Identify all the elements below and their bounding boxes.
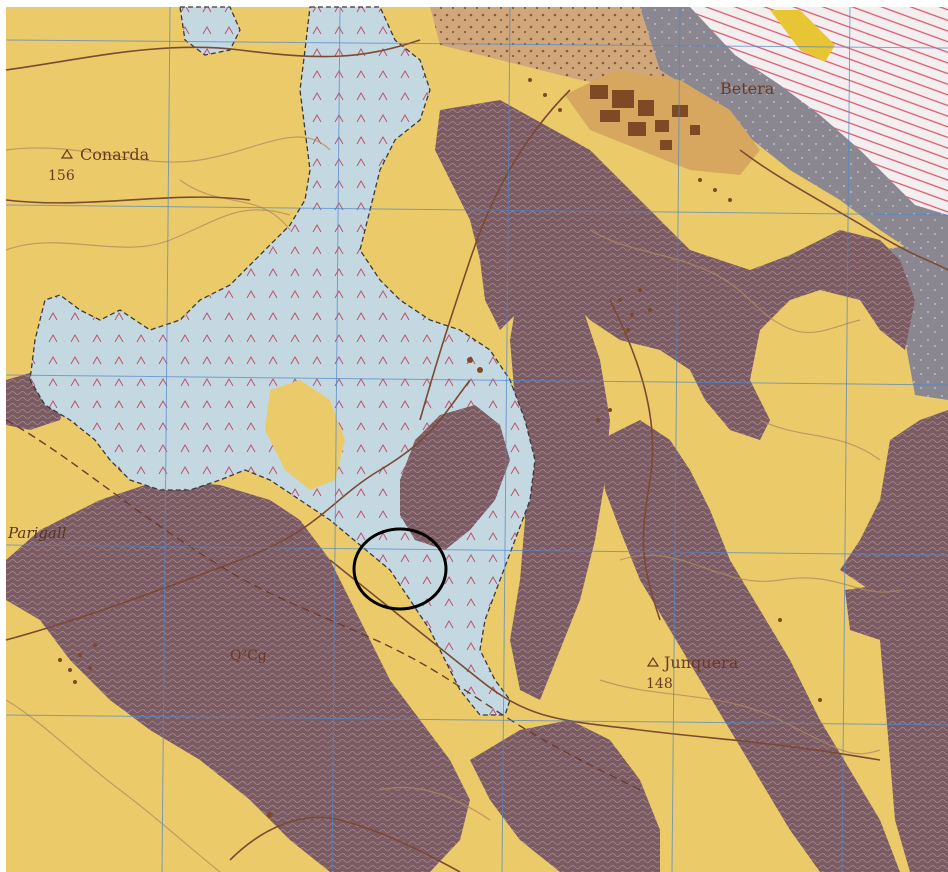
map-margin-left <box>0 0 6 872</box>
place-name-parigall: Parigall <box>7 524 67 542</box>
building-dots <box>58 78 822 818</box>
elevation-junquera: 148 <box>646 676 673 692</box>
railway-line <box>5 419 641 791</box>
utm-grid <box>5 6 948 872</box>
place-name-betera: Betera <box>720 79 775 98</box>
purple-unit-dome-overlay <box>400 405 510 550</box>
annotation-circle <box>352 527 448 611</box>
triangle-benchmark-icon <box>60 148 74 159</box>
yellow-lens-northeast <box>770 10 835 62</box>
contour-lines <box>5 136 901 872</box>
purple-unit-small-east <box>845 585 895 640</box>
town-blocks <box>590 85 700 150</box>
label-junquera: Junquera 148 <box>646 653 739 692</box>
elevation-conarda: 156 <box>48 168 75 184</box>
purple-unit-east <box>840 410 948 872</box>
label-conarda: Conarda 156 <box>48 145 150 184</box>
purple-unit-central-north <box>435 100 915 440</box>
place-name-junquera: Junquera <box>662 653 739 672</box>
lightblue-unit-main <box>29 6 536 716</box>
map-margin-top <box>0 0 948 7</box>
purple-unit-southwest <box>6 480 470 872</box>
striped-unit-northeast <box>690 7 948 215</box>
lightblue-unit-north-lobe <box>179 6 241 56</box>
roads <box>5 39 948 872</box>
triangle-benchmark-icon <box>646 656 660 667</box>
geologic-unit-code: Q²Cg <box>230 648 267 664</box>
place-name-conarda: Conarda <box>80 145 150 164</box>
purple-unit-south-central <box>470 720 660 872</box>
purple-unit-central-ridge <box>510 260 610 700</box>
yellow-inlier-west <box>265 380 345 490</box>
